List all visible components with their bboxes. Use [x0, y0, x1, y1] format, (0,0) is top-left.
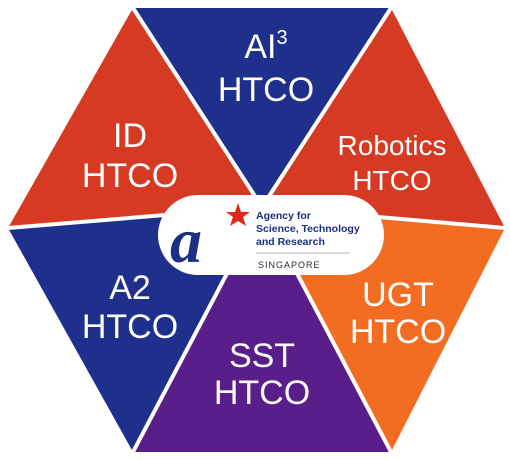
label-a2-line1: A2	[109, 269, 151, 307]
label-id-line1: ID	[113, 117, 147, 155]
label-robotics-line2: HTCO	[352, 165, 431, 196]
astar-logo: a Agency for Science, Technology and Res…	[158, 195, 384, 276]
logo-subtext: SINGAPORE	[258, 260, 321, 270]
label-sst-line1: SST	[229, 337, 295, 375]
label-sst-line2: HTCO	[214, 374, 310, 412]
label-ugt-line1: UGT	[362, 276, 434, 314]
segment-ai3	[133, 8, 391, 207]
label-ai3-line2: HTCO	[218, 71, 314, 109]
label-ugt-line2: HTCO	[350, 313, 446, 351]
segment-id	[8, 8, 262, 228]
logo-text-line3: and Research	[256, 236, 325, 248]
label-robotics-line1: Robotics	[338, 130, 447, 161]
logo-badge	[158, 195, 384, 275]
logo-text-line2: Science, Technology	[256, 223, 360, 235]
star-icon	[226, 203, 250, 226]
label-id-line2: HTCO	[82, 157, 178, 195]
segment-robotics	[262, 8, 505, 228]
segment-sst	[133, 207, 391, 452]
label-a2-line2: HTCO	[82, 308, 178, 346]
label-ai3-line1: AI3	[244, 27, 287, 66]
logo-text-line1: Agency for	[256, 210, 311, 222]
a-star-mark-icon: a	[170, 205, 202, 276]
